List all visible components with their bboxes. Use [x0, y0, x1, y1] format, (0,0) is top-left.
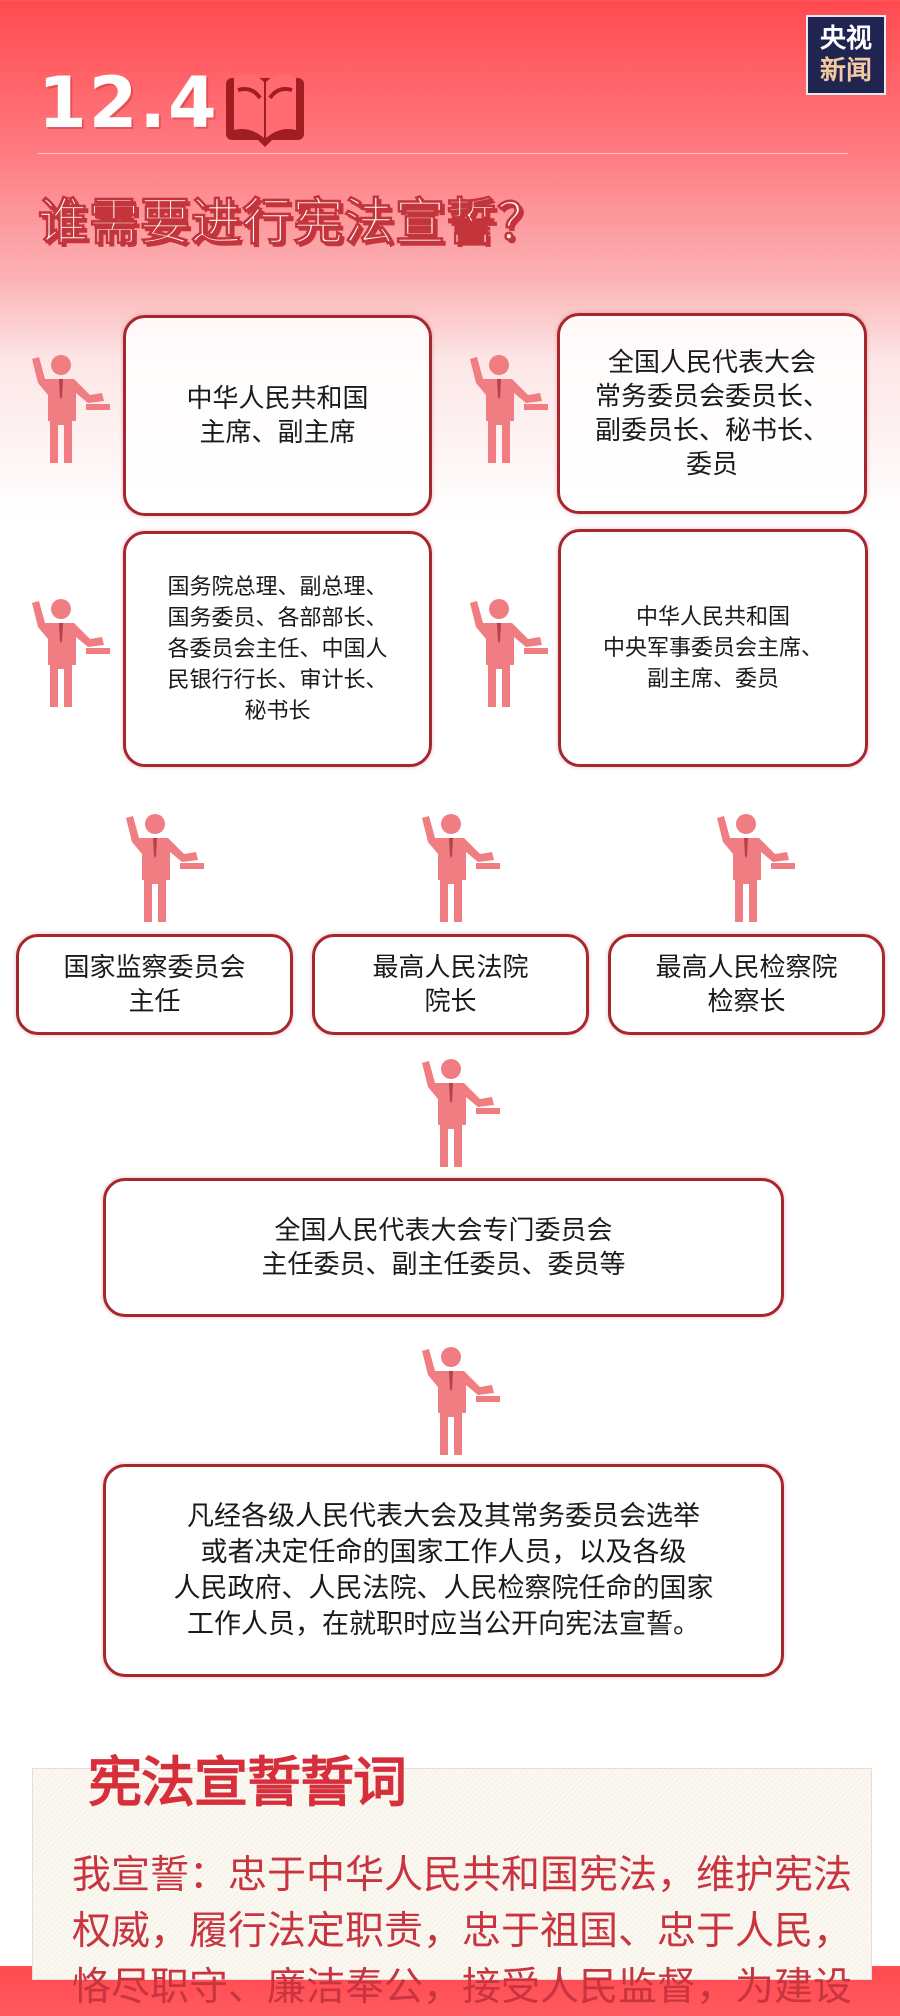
oath-text: 我宣誓：忠于中华人民共和国宪法，维护宪法 权威，履行法定职责，忠于祖国、忠于人民… — [72, 1848, 852, 2016]
header-divider — [38, 153, 848, 154]
logo-line-1: 央视 — [819, 24, 872, 54]
group-text: 最高人民检察院 检察长 — [655, 952, 838, 1017]
group-box-supreme-procuratorate: 最高人民检察院 检察长 — [608, 934, 885, 1035]
group-text: 中华人民共和国 主席、副主席 — [186, 383, 369, 448]
person-taking-oath-icon — [418, 810, 503, 925]
oath-line: 恪尽职守、廉洁奉公，接受人民监督，为建设 — [72, 1965, 853, 2010]
person-taking-oath-icon — [713, 810, 798, 925]
group-box-supreme-court: 最高人民法院 院长 — [312, 934, 589, 1035]
group-text: 全国人民代表大会专门委员会 主任委员、副主任委员、委员等 — [261, 1215, 626, 1280]
person-taking-oath-icon — [28, 595, 113, 710]
group-box-president: 中华人民共和国 主席、副主席 — [123, 315, 432, 516]
group-box-all-state-personnel: 凡经各级人民代表大会及其常务委员会选举 或者决定任命的国家工作人员，以及各级 人… — [103, 1464, 784, 1677]
group-text: 全国人民代表大会 常务委员会委员长、 副委员长、秘书长、 委员 — [594, 347, 829, 480]
group-box-supervisory-commission: 国家监察委员会 主任 — [16, 934, 293, 1035]
cctv-news-logo: 央视 新闻 — [806, 15, 886, 95]
group-text: 凡经各级人民代表大会及其常务委员会选举 或者决定任命的国家工作人员，以及各级 人… — [173, 1500, 714, 1640]
group-text: 国务院总理、副总理、 国务委员、各部部长、 各委员会主任、中国人 民银行行长、审… — [167, 574, 388, 724]
oath-panel — [32, 1768, 872, 1980]
group-box-npc-standing-committee: 全国人民代表大会 常务委员会委员长、 副委员长、秘书长、 委员 — [557, 313, 867, 514]
group-box-central-military-commission: 中华人民共和国 中央军事委员会主席、 副主席、委员 — [558, 529, 868, 767]
group-text: 最高人民法院 院长 — [372, 952, 529, 1017]
person-taking-oath-icon — [122, 810, 207, 925]
group-box-npc-special-committees: 全国人民代表大会专门委员会 主任委员、副主任委员、委员等 — [103, 1178, 784, 1317]
open-book-icon — [226, 73, 304, 147]
group-text: 中华人民共和国 中央军事委员会主席、 副主席、委员 — [602, 604, 823, 692]
group-text: 国家监察委员会 主任 — [63, 952, 246, 1017]
logo-line-2: 新闻 — [819, 56, 872, 86]
person-taking-oath-icon — [28, 351, 113, 466]
person-taking-oath-icon — [466, 351, 551, 466]
person-taking-oath-icon — [418, 1055, 503, 1170]
person-taking-oath-icon — [418, 1343, 503, 1458]
oath-title: 宪法宣誓誓词 — [88, 1751, 407, 1814]
oath-line: 我宣誓：忠于中华人民共和国宪法，维护宪法 — [72, 1853, 853, 1898]
date-label: 12.4 — [38, 62, 219, 144]
page-title: 谁需要进行宪法宣誓？ — [38, 193, 548, 252]
oath-line: 权威，履行法定职责，忠于祖国、忠于人民， — [72, 1909, 853, 1954]
person-taking-oath-icon — [466, 595, 551, 710]
group-box-state-council: 国务院总理、副总理、 国务委员、各部部长、 各委员会主任、中国人 民银行行长、审… — [123, 531, 432, 767]
